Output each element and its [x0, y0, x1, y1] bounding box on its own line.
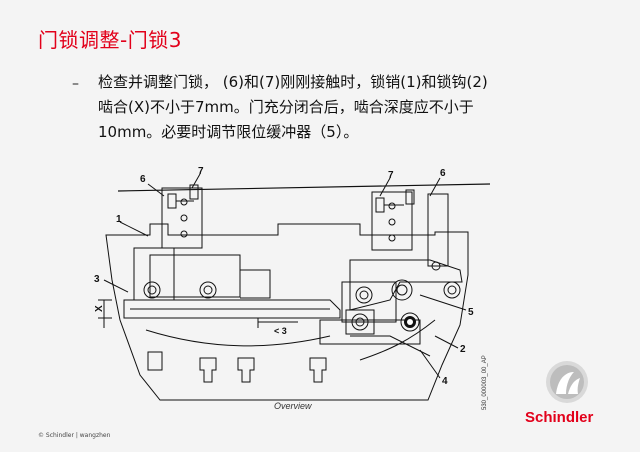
- callout-2: 2: [460, 344, 466, 355]
- callout-7-left: 7: [198, 166, 204, 177]
- callout-3: 3: [94, 274, 100, 285]
- callout-4: 4: [442, 376, 448, 387]
- slide-title: 门锁调整-门锁3: [38, 28, 182, 52]
- callout-6-right: 6: [440, 168, 446, 179]
- drawing-ref-code: 530_000003_00_AP: [482, 355, 488, 410]
- callout-5: 5: [468, 307, 474, 318]
- dimension-label: < 3: [274, 326, 287, 336]
- body-line-2: 啮合(X)不小于7mm。门充分闭合后，啮合深度应不小于: [98, 98, 474, 116]
- drawing-caption: Overview: [274, 401, 312, 411]
- callout-6-left: 6: [140, 174, 146, 185]
- schindler-logo-icon: [546, 361, 588, 403]
- door-lock-drawing: 6 7 1 3 7 6 5 2 4 < 3 X Overview 530_000…: [94, 166, 490, 411]
- footer-copyright: © Schindler | wangzhen: [38, 432, 111, 439]
- brand-wordmark: Schindler: [525, 409, 594, 426]
- bullet-dash: –: [72, 76, 79, 92]
- callout-x: X: [94, 305, 105, 312]
- callout-1: 1: [116, 214, 122, 225]
- body-line-3: 10mm。必要时调节限位缓冲器（5）。: [98, 123, 359, 141]
- body-line-1: 检查并调整门锁， (6)和(7)刚刚接触时，锁销(1)和锁钩(2): [98, 73, 488, 91]
- body-text: 检查并调整门锁， (6)和(7)刚刚接触时，锁销(1)和锁钩(2) 啮合(X)不…: [98, 70, 568, 145]
- callout-7-right: 7: [388, 170, 394, 181]
